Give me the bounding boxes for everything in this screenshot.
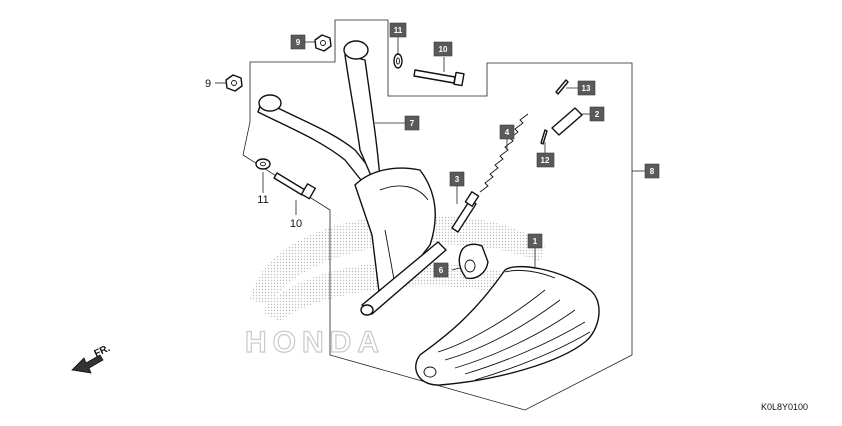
nut-left bbox=[225, 74, 243, 92]
callout-4-label: 4 bbox=[505, 128, 510, 137]
callout-10-box-label: 10 bbox=[439, 45, 448, 54]
callout-9-plain: 9 bbox=[205, 78, 211, 90]
pivot-rod-end bbox=[360, 304, 374, 316]
bolt-upper bbox=[413, 69, 465, 87]
honda-wordmark: HONDA bbox=[245, 326, 385, 359]
callout-8-label: 8 bbox=[650, 167, 655, 176]
callout-1: 1 bbox=[527, 233, 543, 249]
callout-13-label: 13 bbox=[582, 84, 591, 93]
washer-lower bbox=[255, 158, 271, 170]
front-direction-arrow: FR. bbox=[71, 343, 112, 374]
collar bbox=[551, 107, 583, 136]
callout-7-label: 7 bbox=[410, 119, 415, 128]
footboard bbox=[415, 265, 600, 386]
callout-1-label: 1 bbox=[533, 237, 538, 246]
nut-upper bbox=[314, 34, 332, 52]
callout-9-box-label: 9 bbox=[296, 38, 301, 47]
callout-10-box: 10 bbox=[433, 41, 453, 57]
callout-6: 6 bbox=[433, 262, 449, 278]
callout-12: 12 bbox=[536, 152, 555, 168]
cotter-pin-12 bbox=[540, 129, 548, 145]
callout-11-box-label: 11 bbox=[394, 26, 403, 35]
callout-4: 4 bbox=[499, 124, 515, 140]
arrow-icon bbox=[71, 354, 104, 374]
washer-upper bbox=[393, 53, 403, 69]
washer-lower-hole bbox=[260, 161, 266, 167]
washer-upper-hole bbox=[396, 57, 400, 65]
callout-12-label: 12 bbox=[541, 156, 550, 165]
callout-2-label: 2 bbox=[595, 110, 600, 119]
pivot-pin bbox=[451, 199, 477, 233]
callout-13: 13 bbox=[577, 80, 596, 96]
diagram-code: K0L8Y0100 bbox=[760, 402, 808, 412]
callout-2: 2 bbox=[589, 106, 605, 122]
callout-7: 7 bbox=[404, 115, 420, 131]
callout-11-plain: 11 bbox=[257, 194, 268, 206]
assembly-frame-outline bbox=[242, 19, 633, 411]
direction-label: FR. bbox=[93, 343, 112, 360]
callout-3-label: 3 bbox=[455, 175, 460, 184]
callout-6-label: 6 bbox=[439, 266, 444, 275]
callout-9-box: 9 bbox=[290, 34, 306, 50]
cotter-pin-13 bbox=[555, 79, 569, 95]
callout-11-box: 11 bbox=[389, 22, 407, 38]
callout-8: 8 bbox=[644, 163, 660, 179]
footrest-stay bbox=[257, 40, 436, 301]
callout-10-plain: 10 bbox=[290, 218, 302, 230]
callout-3: 3 bbox=[449, 171, 465, 187]
return-spring bbox=[479, 113, 529, 193]
bolt-lower bbox=[273, 172, 317, 200]
leader-lines bbox=[215, 37, 645, 271]
